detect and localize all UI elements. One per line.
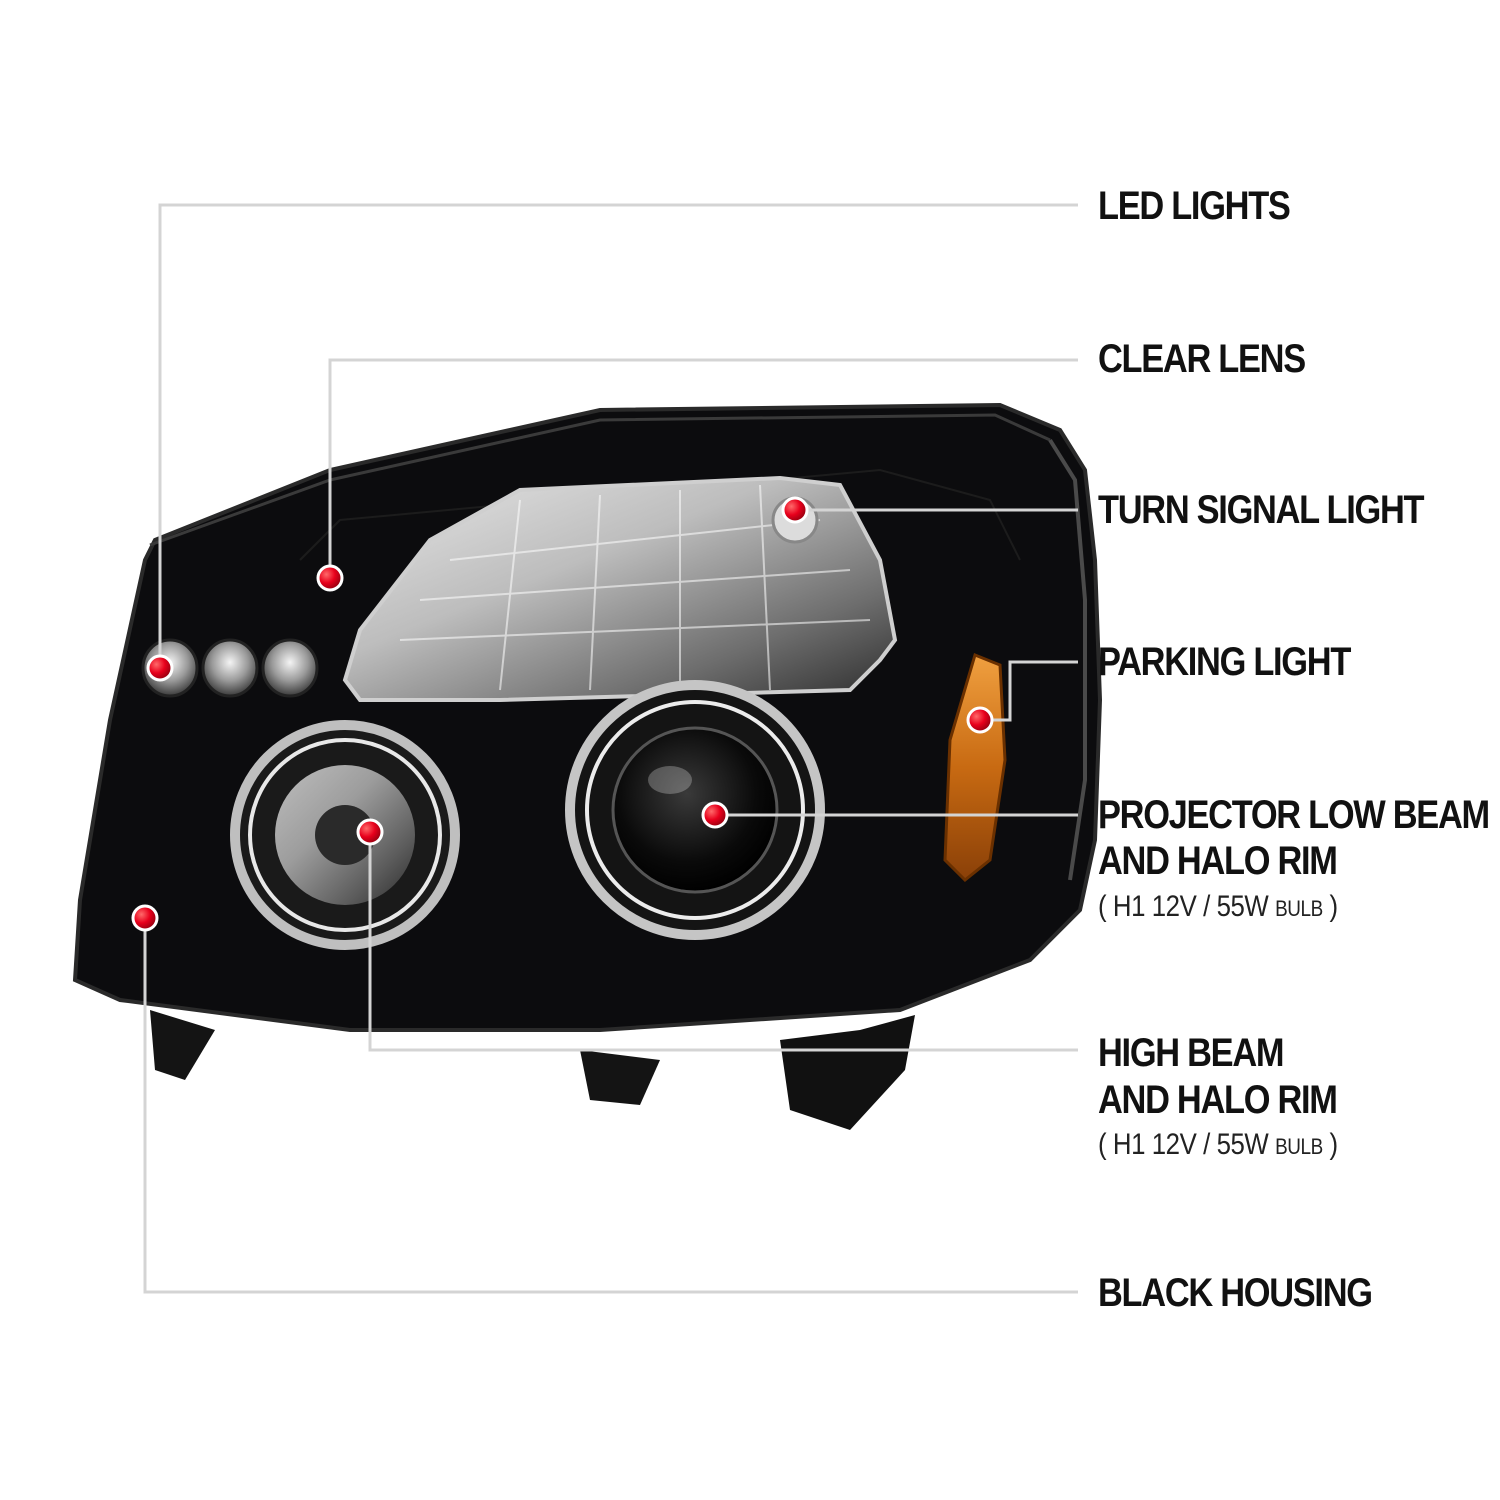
leader-highbeam — [368, 832, 1078, 1052]
callout-clear-lens: CLEAR LENS — [1098, 337, 1306, 381]
marker-housing — [131, 904, 159, 932]
spec-open: ( H1 12V / 55W — [1098, 890, 1276, 923]
mounting-tabs — [150, 1010, 915, 1130]
callout-parking-light: PARKING LIGHT — [1098, 640, 1351, 684]
spec-close: ) — [1322, 890, 1339, 923]
high-beam-halo — [230, 720, 460, 950]
marker-highbeam — [356, 818, 384, 846]
turn-signal-reflector — [342, 475, 898, 702]
callout-projector-bulb-spec: ( H1 12V / 55W BULB ) — [1098, 890, 1338, 926]
callout-black-housing: BLACK HOUSING — [1098, 1271, 1373, 1315]
marker-lens — [316, 564, 344, 592]
callout-projector-title-line2: AND HALO RIM — [1098, 839, 1338, 883]
leader-lines — [143, 203, 1078, 1294]
projector-low-beam-halo — [565, 680, 825, 940]
leader-housing — [143, 918, 1078, 1294]
callout-led-lights: LED LIGHTS — [1098, 184, 1291, 228]
marker-parking — [966, 706, 994, 734]
leader-led — [158, 203, 1078, 668]
marker-turn — [781, 496, 809, 524]
callout-highbeam-title-line2: AND HALO RIM — [1098, 1078, 1338, 1122]
leader-parking — [980, 660, 1078, 722]
callout-highbeam-title-line1: HIGH BEAM — [1098, 1031, 1285, 1075]
marker-projector — [701, 801, 729, 829]
spec-close: ) — [1322, 1128, 1339, 1161]
callout-projector-title-line1: PROJECTOR LOW BEAM — [1098, 793, 1490, 837]
callout-turn-signal-light: TURN SIGNAL LIGHT — [1098, 488, 1425, 532]
spec-open: ( H1 12V / 55W — [1098, 1128, 1276, 1161]
spec-bulb: BULB — [1275, 1134, 1323, 1159]
marker-led — [146, 654, 174, 682]
leader-lens — [328, 358, 1078, 578]
spec-bulb: BULB — [1275, 896, 1323, 921]
callout-highbeam-bulb-spec: ( H1 12V / 55W BULB ) — [1098, 1128, 1338, 1164]
callout-markers — [131, 496, 994, 932]
